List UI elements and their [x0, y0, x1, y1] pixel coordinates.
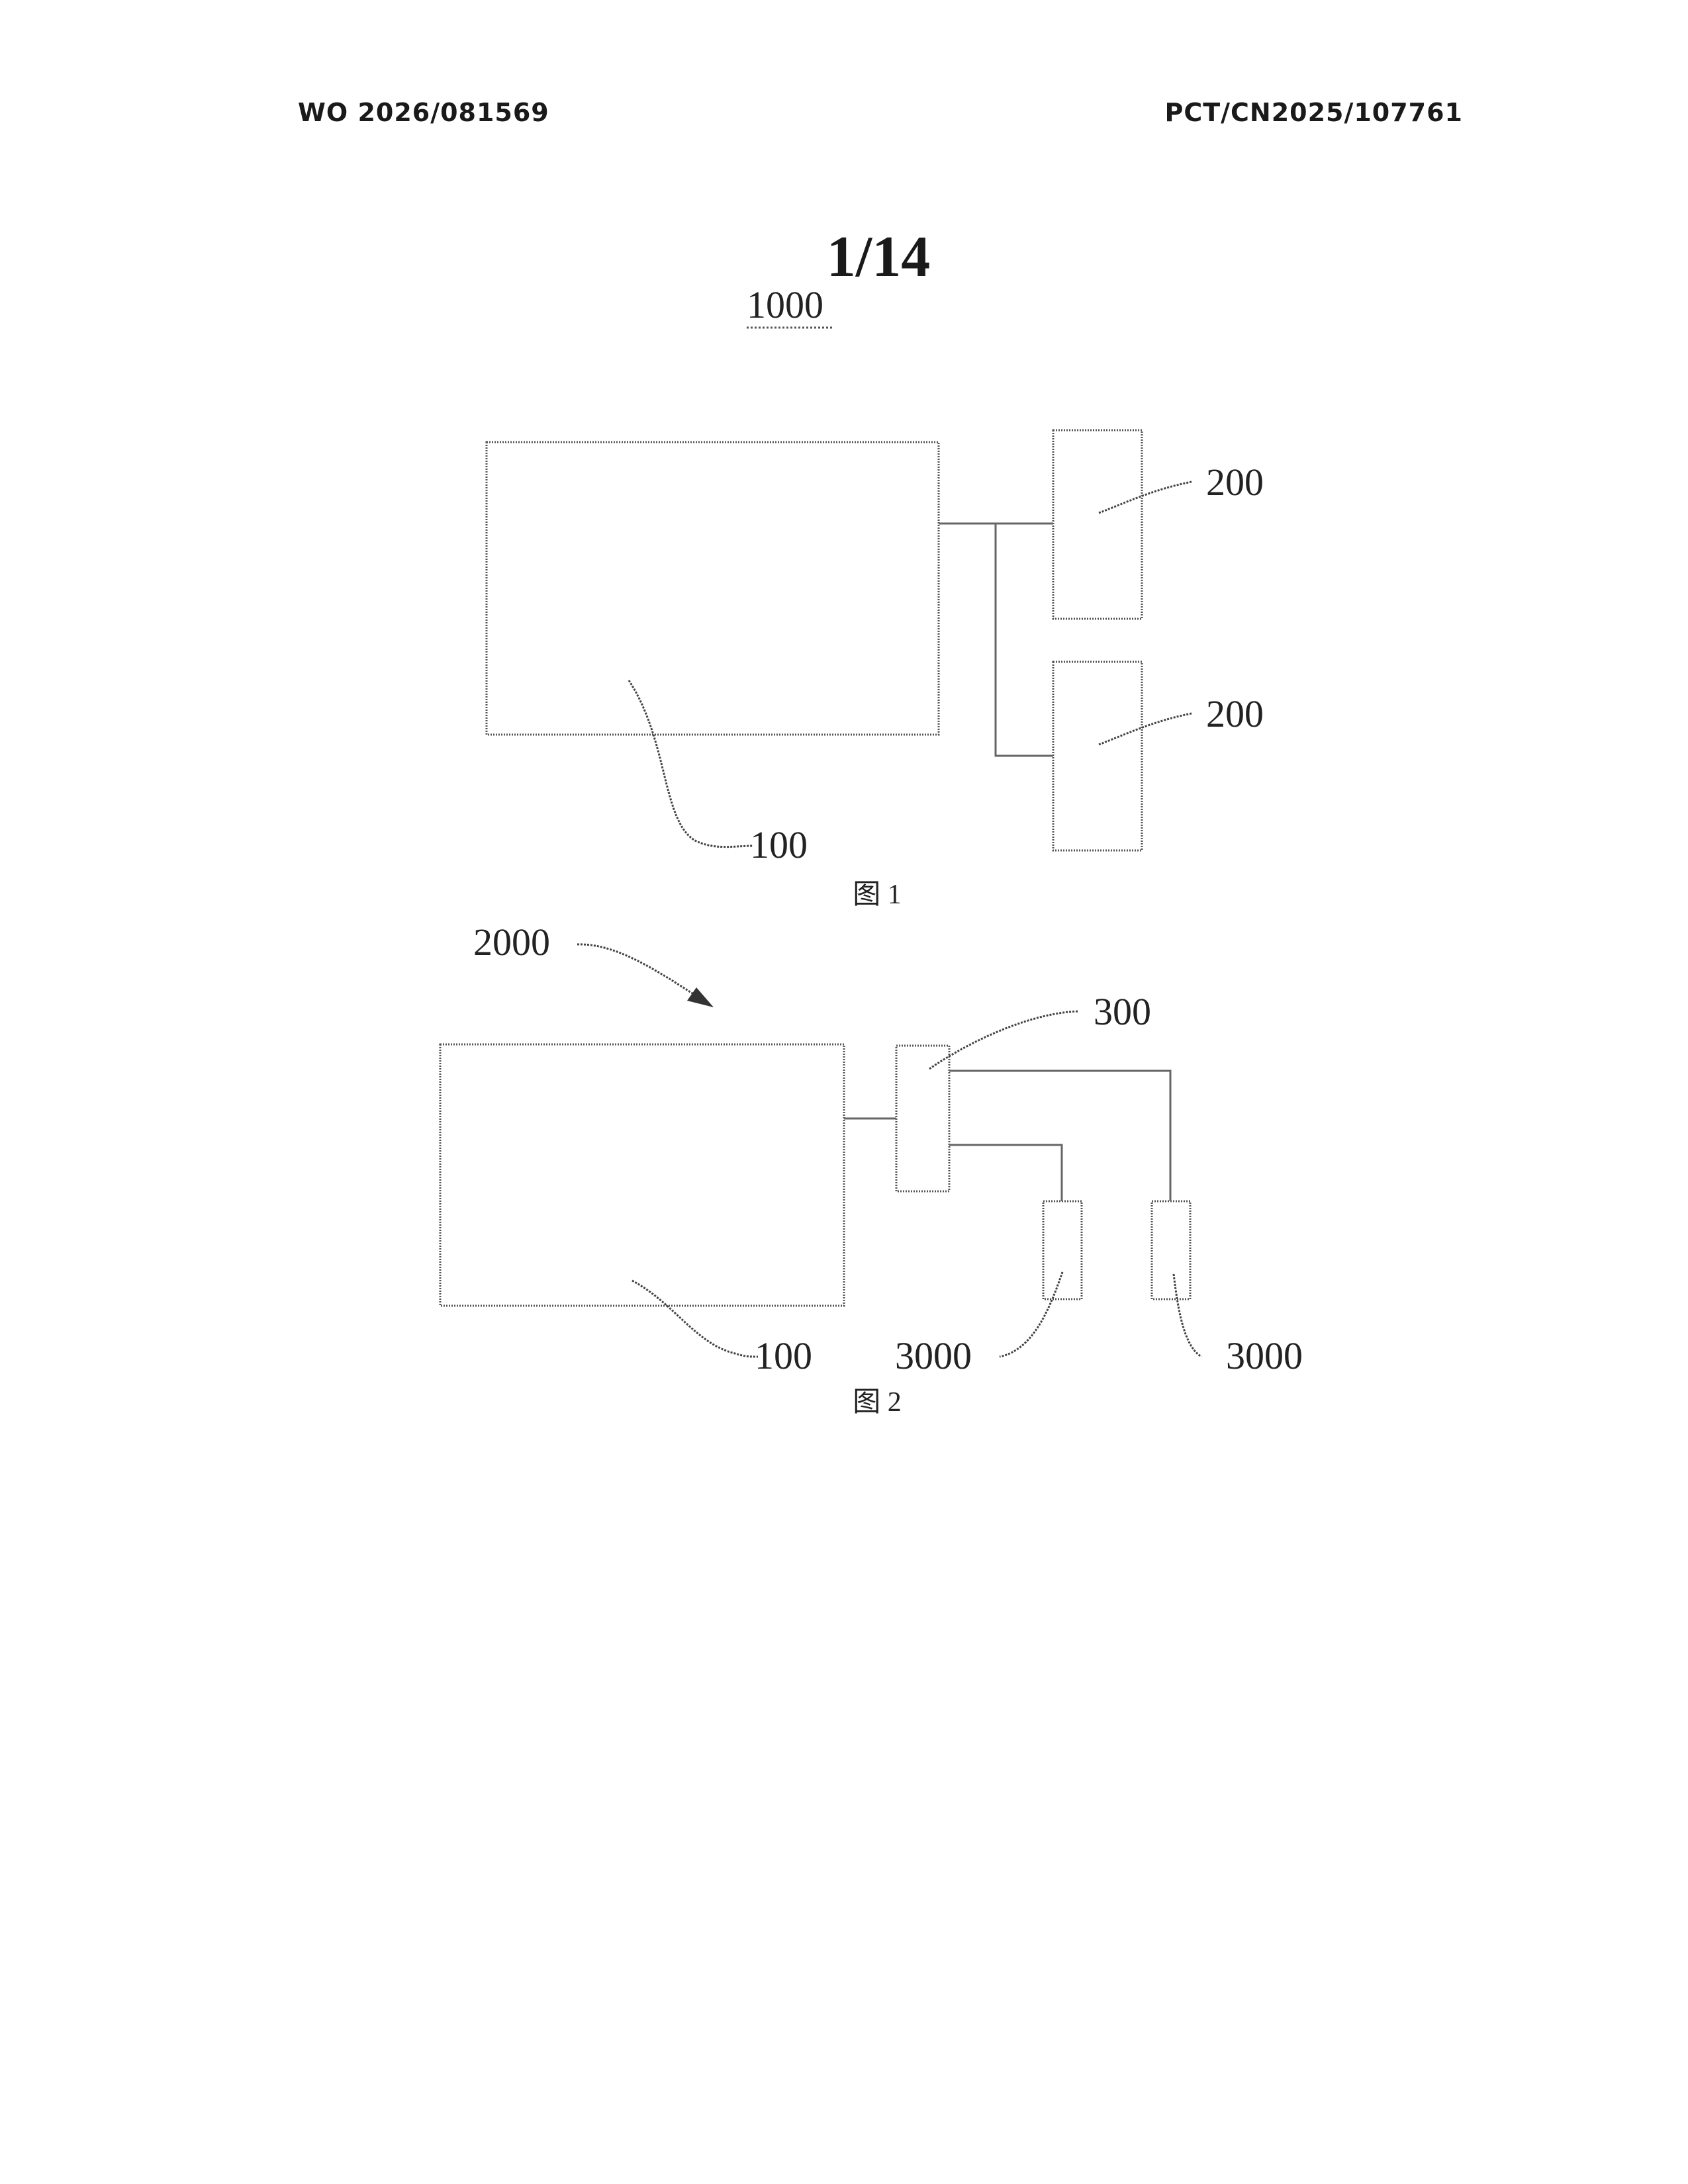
fig2-hub-leader	[929, 1011, 1079, 1069]
fig2-assembly-arrow	[577, 944, 702, 999]
fig1-connection-line	[939, 523, 1053, 756]
fig2-assembly-arrowhead	[687, 987, 714, 1007]
fig2-main-unit-box	[440, 1044, 844, 1306]
fig2-hub-ref: 300	[1094, 990, 1151, 1033]
fig1-main-unit-leader	[629, 680, 753, 847]
fig2-device-right-box	[1152, 1201, 1190, 1299]
fig1-module-top-leader	[1099, 482, 1192, 513]
fig1-main-unit-ref: 100	[750, 823, 808, 866]
fig2-device-right-leader	[1174, 1274, 1201, 1357]
fig2-caption: 图 2	[853, 1387, 902, 1418]
fig2-main-unit-leader	[632, 1281, 758, 1357]
fig2-hub-box	[896, 1046, 949, 1191]
fig2-device-left-leader	[1000, 1272, 1062, 1357]
fig1-module-bottom-box	[1053, 662, 1142, 850]
fig1-main-unit-box	[487, 442, 939, 735]
fig2-assembly-ref: 2000	[473, 921, 550, 964]
fig2-device-right-line	[949, 1071, 1170, 1201]
figure-2: 2000 300 100 3000 3000 图 2	[440, 921, 1303, 1418]
fig1-module-top-ref: 200	[1206, 461, 1264, 504]
fig1-module-bottom-ref: 200	[1206, 692, 1264, 735]
fig2-device-left-box	[1043, 1201, 1082, 1299]
figure-1: 1000 100 200 200 图 1	[487, 283, 1264, 910]
fig1-module-bottom-leader	[1099, 713, 1192, 745]
fig2-device-right-ref: 3000	[1226, 1334, 1303, 1377]
fig2-main-unit-ref: 100	[755, 1334, 812, 1377]
fig1-caption: 图 1	[853, 880, 902, 910]
fig2-device-left-ref: 3000	[895, 1334, 972, 1377]
fig2-device-left-line	[949, 1145, 1062, 1201]
fig1-module-top-box	[1053, 430, 1142, 619]
fig1-assembly-ref: 1000	[747, 283, 823, 326]
